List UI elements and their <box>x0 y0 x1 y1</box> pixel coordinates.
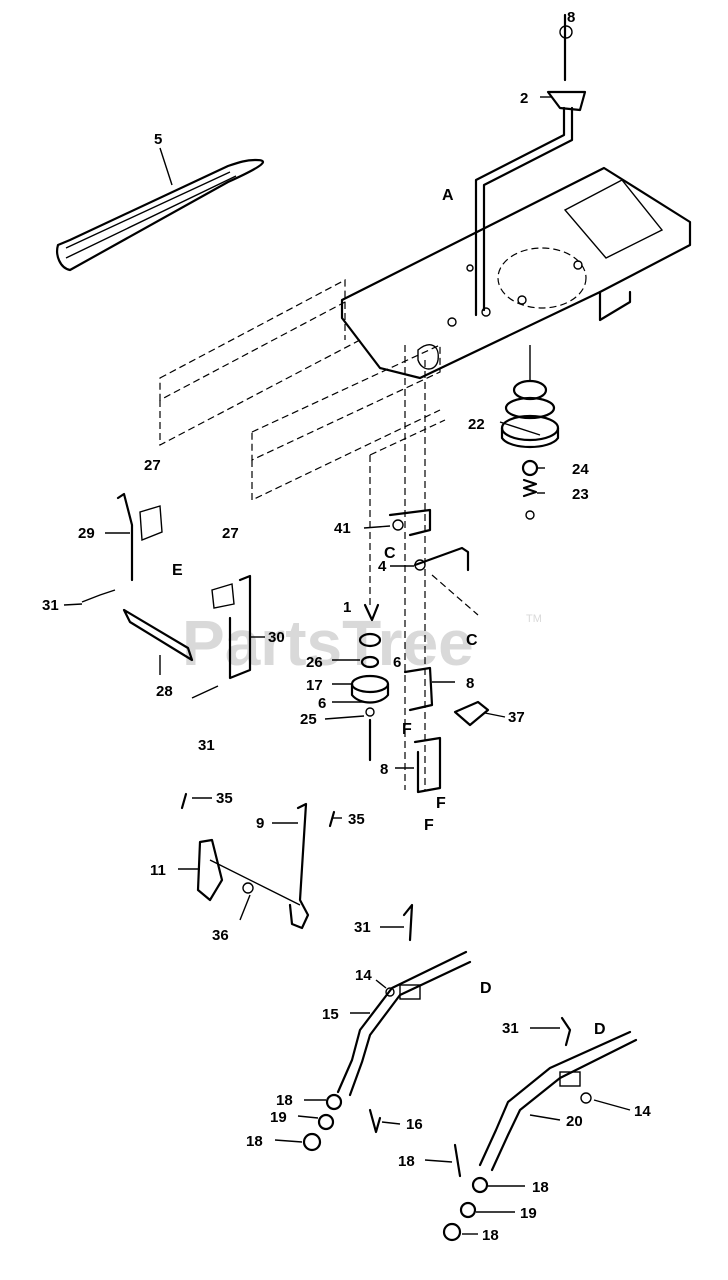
callout-31a: 31 <box>42 597 59 614</box>
callout-18a: 18 <box>276 1092 293 1109</box>
callout-14b: 14 <box>634 1103 651 1120</box>
part-bracket-41[interactable] <box>388 508 432 537</box>
callout-28: 28 <box>156 683 173 700</box>
watermark-trademark: TM <box>526 613 542 625</box>
part-lever-30[interactable] <box>211 574 252 680</box>
part-bracket-4[interactable] <box>413 546 470 572</box>
callout-18b: 18 <box>246 1133 263 1150</box>
part-bracket-8[interactable] <box>403 666 442 794</box>
part-plate-11[interactable] <box>196 838 301 906</box>
callout-14a: 14 <box>355 967 372 984</box>
callout-35b: 35 <box>348 811 365 828</box>
callout-A: A <box>442 187 454 204</box>
leader-lines <box>63 421 631 1235</box>
callout-26: 26 <box>306 654 323 671</box>
callout-8b: 8 <box>380 761 388 778</box>
callout-22: 22 <box>468 416 485 433</box>
callout-D1: D <box>480 980 492 997</box>
callout-F2: F <box>436 795 446 812</box>
callout-25: 25 <box>300 711 317 728</box>
part-pulley-assembly[interactable] <box>500 345 560 520</box>
callout-31b: 31 <box>198 737 215 754</box>
callout-27b: 27 <box>222 525 239 542</box>
callout-19a: 19 <box>270 1109 287 1126</box>
callout-E: E <box>172 562 183 579</box>
callout-19b: 19 <box>520 1205 537 1222</box>
callout-8a: 8 <box>466 675 474 692</box>
callout-5: 5 <box>154 131 162 148</box>
callout-F1: F <box>402 721 412 738</box>
callout-23: 23 <box>572 486 589 503</box>
callout-31c: 31 <box>354 919 371 936</box>
callout-15: 15 <box>322 1006 339 1023</box>
callout-C1: C <box>384 545 396 562</box>
part-shield-panels <box>159 279 441 501</box>
callout-6a: 6 <box>393 654 401 671</box>
part-pins-35[interactable] <box>180 792 414 942</box>
part-lever-29[interactable] <box>116 492 163 582</box>
part-lever-9[interactable] <box>288 802 310 930</box>
callout-27a: 27 <box>144 457 161 474</box>
callout-18d: 18 <box>532 1179 549 1196</box>
callout-D2: D <box>594 1021 606 1038</box>
callout-20: 20 <box>566 1113 583 1130</box>
callout-8-top: 8 <box>567 9 575 26</box>
callout-24: 24 <box>572 461 589 478</box>
part-belt[interactable] <box>56 147 265 272</box>
part-pedal-arm-15[interactable] <box>336 950 472 1097</box>
callout-11: 11 <box>150 862 166 879</box>
callout-37: 37 <box>508 709 525 726</box>
callout-18c: 18 <box>398 1153 415 1170</box>
callout-2: 2 <box>520 90 528 107</box>
part-pedal-arm-20[interactable] <box>478 1030 638 1172</box>
part-bushings[interactable] <box>302 1016 572 1242</box>
callout-30: 30 <box>268 629 285 646</box>
part-link-28[interactable] <box>122 608 194 662</box>
callout-36: 36 <box>212 927 229 944</box>
callout-6b: 6 <box>318 695 326 712</box>
part-37[interactable] <box>453 700 490 727</box>
callout-41: 41 <box>334 520 351 537</box>
part-main-frame[interactable] <box>340 166 692 380</box>
callout-9: 9 <box>256 815 264 832</box>
callout-29: 29 <box>78 525 95 542</box>
callout-31d: 31 <box>502 1020 519 1037</box>
callout-1: 1 <box>343 599 351 616</box>
callout-labels: 8 2 5 A 22 24 23 27 29 E 27 31 30 28 31 … <box>42 9 651 1244</box>
callout-18e: 18 <box>482 1227 499 1244</box>
callout-C2: C <box>466 632 478 649</box>
part-centre-linkage <box>369 345 479 790</box>
part-upper-rod[interactable] <box>474 13 587 317</box>
callout-16: 16 <box>406 1116 423 1133</box>
part-spring-31[interactable] <box>81 589 219 699</box>
callout-4: 4 <box>378 558 387 575</box>
callout-F3: F <box>424 817 434 834</box>
callout-35a: 35 <box>216 790 233 807</box>
part-spindle-stack[interactable] <box>350 603 390 762</box>
callout-17: 17 <box>306 677 323 694</box>
